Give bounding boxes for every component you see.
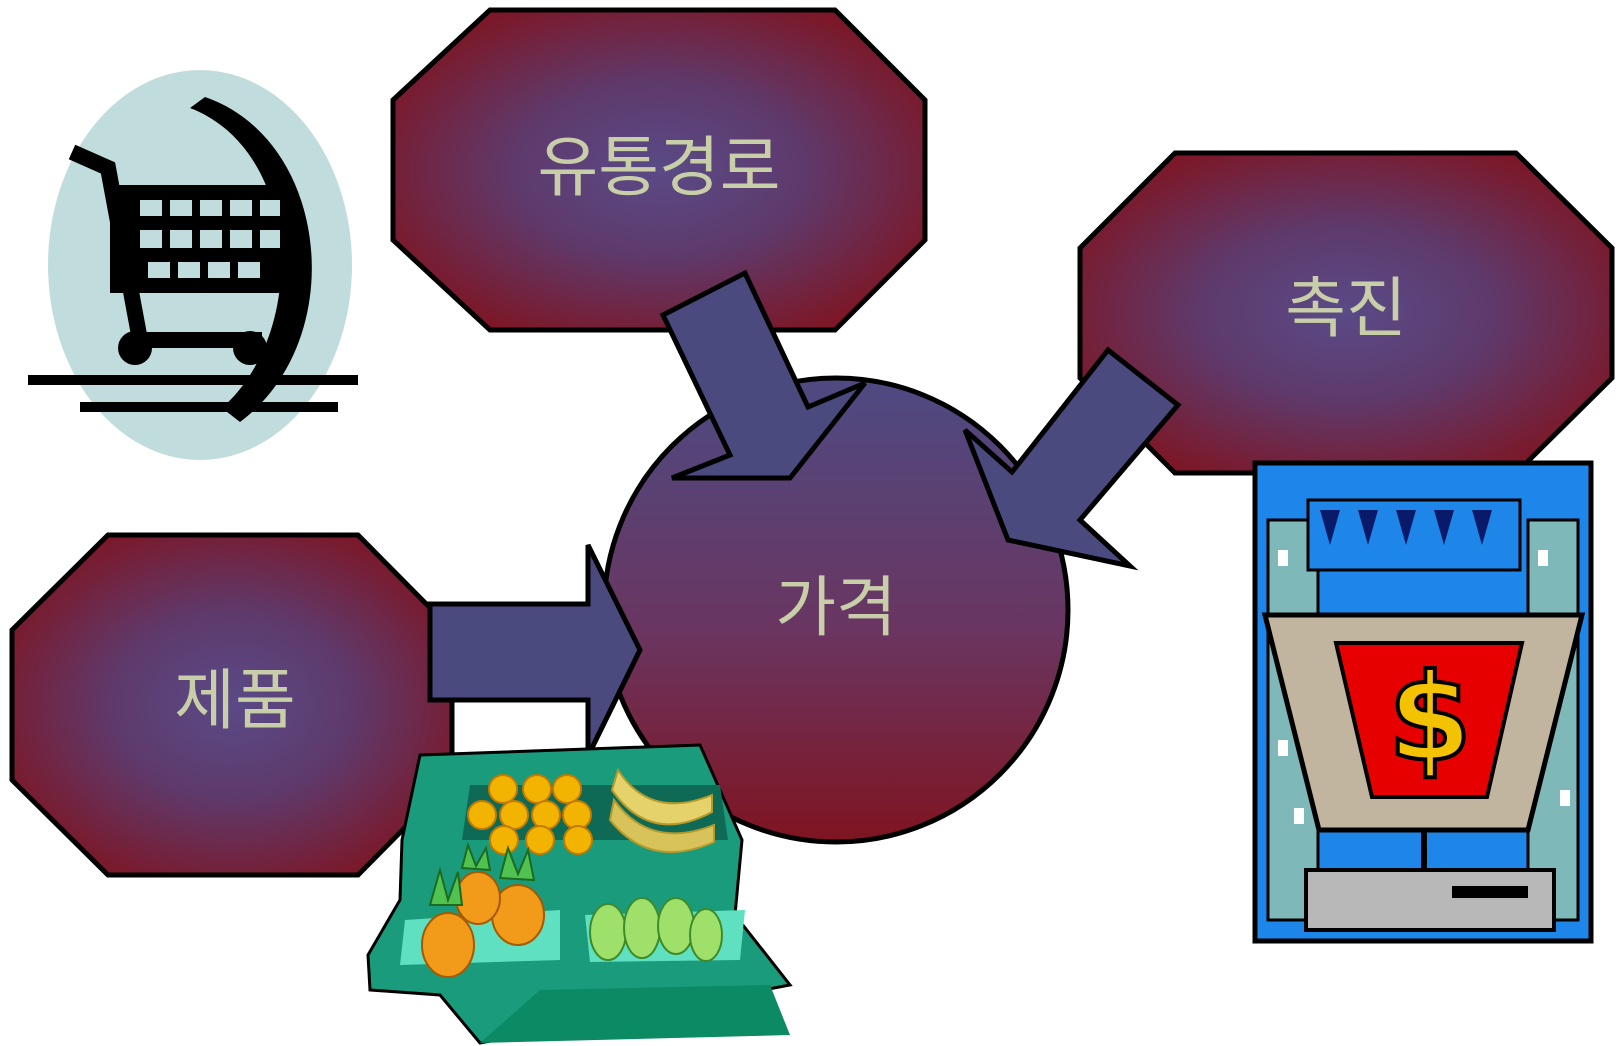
- arrow-product-to-price: [427, 543, 643, 758]
- product-label: 제품: [174, 662, 295, 739]
- distribution-node: 유통경로: [390, 7, 928, 333]
- product-node: 제품: [9, 532, 455, 878]
- promotion-node: 촉진: [1077, 150, 1615, 476]
- cash-register-icon: $: [1252, 460, 1594, 944]
- arrow-promotion-to-price: [962, 346, 1182, 571]
- arrow-distribution-to-price: [659, 269, 867, 481]
- distribution-label: 유통경로: [538, 129, 781, 206]
- shopping-cart-icon: [28, 70, 358, 460]
- dollar-sign: $: [1388, 650, 1472, 789]
- promotion-label: 촉진: [1285, 270, 1406, 347]
- price-label: 가격: [775, 569, 896, 646]
- produce-stand-icon: [366, 743, 793, 1045]
